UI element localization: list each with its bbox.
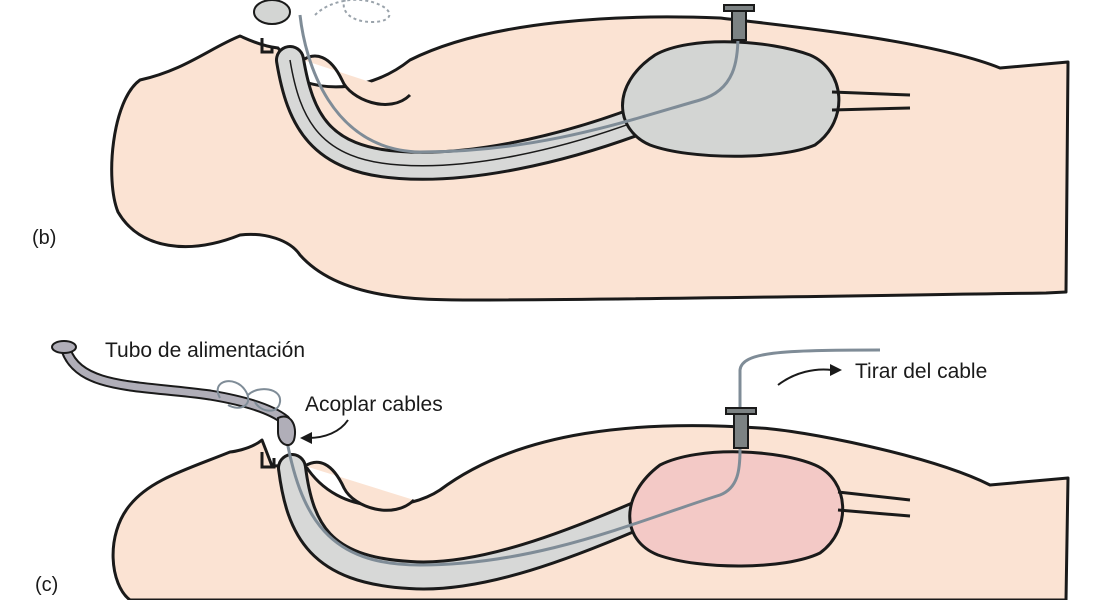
mouth-c: [260, 452, 276, 469]
couple-arrow: [307, 419, 349, 439]
patient-body-b: [110, 15, 1070, 302]
label-feeding-tube: Tubo de alimentación: [105, 339, 305, 362]
mouth-b: [260, 38, 274, 54]
panel-label-b: (b): [32, 227, 56, 249]
stomach-c: [628, 450, 845, 568]
intestine-b: [831, 90, 911, 112]
panel-c: Tubo de alimentación Acoplar cables Tira…: [35, 339, 1070, 600]
tube-tip-bulb: [277, 415, 296, 447]
patient-body-c: [111, 424, 1070, 600]
feeding-tube-cap: [51, 340, 77, 354]
abdominal-port-b: [731, 7, 747, 41]
coupling-loop: [216, 380, 282, 412]
pull-arrow: [777, 368, 833, 386]
abdominal-port-c: [733, 411, 749, 449]
guide-cable-c: [283, 348, 881, 567]
stomach-b: [621, 40, 841, 158]
label-couple-cables: Acoplar cables: [305, 393, 443, 416]
guide-cable-b: [298, 14, 740, 154]
intestine-c: [837, 490, 911, 518]
tube-end-b: [253, 0, 291, 25]
cable-loop-b: [314, 0, 391, 24]
panel-b: (b): [32, 0, 1070, 302]
oral-cavity-c: [304, 460, 416, 512]
label-pull-cable: Tirar del cable: [855, 360, 987, 383]
panel-label-c: (c): [35, 574, 58, 596]
oral-cavity-b: [302, 54, 412, 106]
